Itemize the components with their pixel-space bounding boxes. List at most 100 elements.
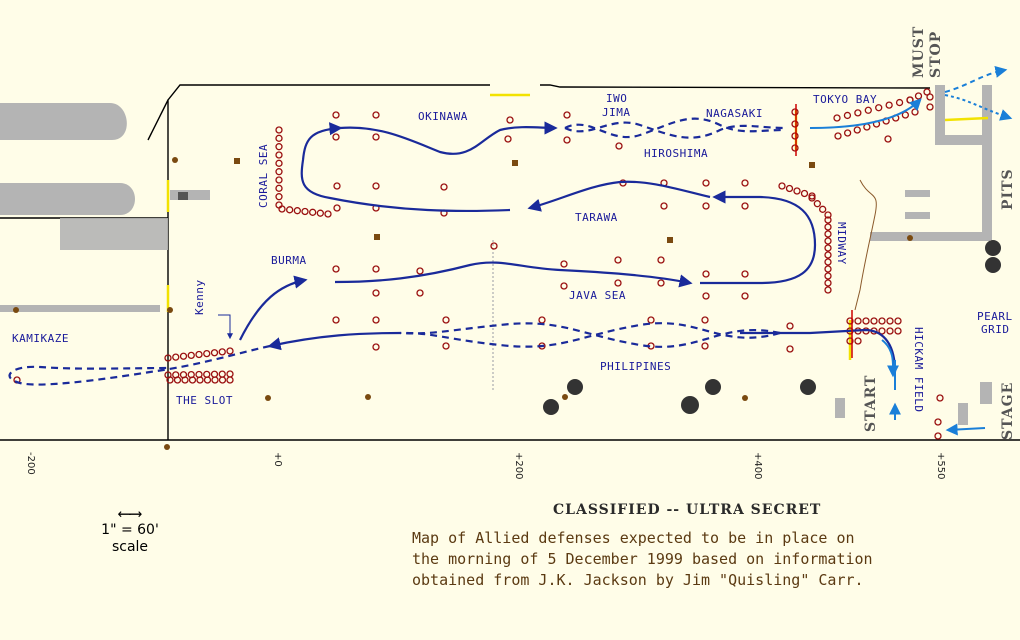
cone [660, 202, 668, 210]
tick-0: +0 [272, 452, 283, 467]
cone [286, 206, 294, 214]
cone [813, 200, 821, 208]
label-tokyo-bay: TOKYO BAY [813, 93, 877, 106]
cone [275, 193, 283, 201]
cone [614, 256, 622, 264]
cone [934, 432, 942, 440]
pit-box [178, 192, 188, 200]
cone [786, 345, 794, 353]
label-start: START [863, 375, 879, 432]
scale-legend: ⟵⟶ 1" = 60' scale [90, 505, 170, 556]
cone [196, 376, 204, 384]
cone [309, 208, 317, 216]
cone [843, 129, 852, 137]
cone [275, 143, 283, 151]
cone [824, 286, 832, 294]
cone [657, 279, 665, 287]
cone [372, 111, 380, 119]
tick-200: +200 [513, 452, 524, 479]
tick-400: +400 [752, 452, 763, 479]
cone [741, 270, 749, 278]
cone [791, 108, 799, 116]
cone [824, 223, 832, 231]
cone [886, 317, 894, 325]
label-hickam: HICKAM FIELD [912, 327, 925, 412]
label-pits: PITS [1000, 168, 1016, 210]
cone [702, 202, 710, 210]
cone [416, 267, 424, 275]
cone [442, 316, 450, 324]
cone [854, 337, 862, 345]
cone [701, 316, 709, 324]
cone [808, 194, 816, 202]
cone [741, 202, 749, 210]
markers [13, 157, 913, 450]
cone [614, 279, 622, 287]
cone [906, 96, 914, 104]
cone [333, 182, 341, 190]
cone [372, 316, 380, 324]
cone [187, 351, 195, 360]
cone [333, 204, 341, 212]
label-must: MUST [911, 26, 927, 78]
cone [490, 242, 498, 250]
cone [203, 349, 211, 358]
cone [926, 103, 934, 111]
cone [878, 327, 886, 335]
cone [923, 88, 931, 96]
cone [560, 282, 568, 290]
cone [741, 179, 749, 187]
cone [563, 111, 571, 119]
cone [211, 376, 219, 384]
cone [504, 135, 512, 143]
cone [275, 151, 283, 159]
cone [741, 292, 749, 300]
label-kamikaze: KAMIKAZE [12, 332, 69, 345]
cone [372, 133, 380, 141]
cone [894, 317, 902, 325]
cone [785, 184, 794, 193]
cone [372, 182, 380, 190]
cone [778, 182, 786, 190]
distance-ticks: -200 +0 +200 +400 +550 [25, 452, 946, 479]
cone [878, 317, 886, 325]
cone [702, 179, 710, 187]
cone [647, 316, 655, 324]
racing-line [8, 117, 897, 386]
cone [914, 92, 923, 100]
cone [442, 342, 450, 350]
cone [440, 183, 448, 191]
cone [657, 256, 665, 264]
cone [911, 108, 919, 116]
scale-ratio: 1" = 60' [101, 522, 159, 538]
cone [203, 376, 212, 384]
cone [275, 126, 283, 134]
cone [226, 347, 234, 355]
caption-line: obtained from J.K. Jackson by Jim "Quisl… [412, 571, 864, 589]
cone [218, 370, 226, 378]
label-grid: GRID [981, 323, 1010, 336]
paddock-area [0, 85, 992, 425]
cone [885, 101, 893, 109]
cone [884, 135, 892, 143]
cone [702, 292, 710, 300]
cone [164, 354, 172, 362]
label-stop: STOP [928, 31, 944, 78]
cone [316, 209, 324, 217]
timing-lines [166, 93, 989, 360]
pit-lane-arrows [809, 66, 1013, 436]
cone [218, 376, 227, 384]
cone [886, 327, 894, 335]
track-map: OKINAWA IWO JIMA NAGASAKI TOKYO BAY HIRO… [0, 26, 1020, 479]
cone [166, 376, 174, 384]
cone [824, 244, 832, 252]
cone [226, 370, 234, 378]
cone [824, 265, 832, 273]
classified-heading: CLASSIFIED -- ULTRA SECRET [553, 502, 822, 518]
cone [615, 142, 623, 150]
cone [372, 343, 380, 351]
tire-stacks [543, 240, 1001, 415]
cone [854, 109, 862, 117]
caption-line: Map of Allied defenses expected to be in… [412, 529, 855, 547]
cone [833, 114, 841, 122]
